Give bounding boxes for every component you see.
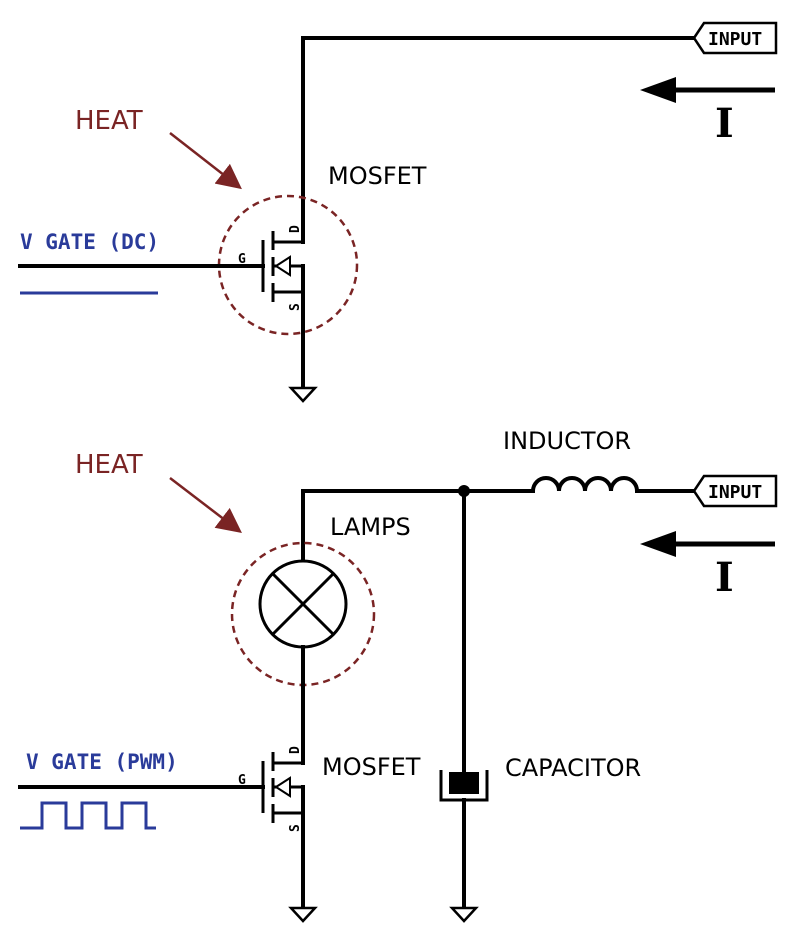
bottom-circuit: INDUCTOR INPUT I HEAT LAMPS	[18, 427, 778, 923]
bottom-gate-label: V GATE (PWM)	[26, 750, 178, 774]
top-mosfet-symbol: G D S	[18, 225, 305, 387]
bottom-pwm-signal	[20, 801, 156, 830]
top-input-port: INPUT	[692, 21, 778, 55]
top-drain-wire	[301, 36, 696, 244]
top-pin-g: G	[238, 252, 246, 267]
top-mosfet-label: MOSFET	[328, 162, 427, 190]
capacitor-label: CAPACITOR	[505, 754, 641, 782]
top-current-arrow	[640, 77, 775, 103]
capacitor-ground-icon	[449, 906, 479, 923]
top-heat-label: HEAT	[75, 106, 143, 136]
bottom-inductor-label: INDUCTOR	[503, 427, 631, 455]
bottom-mosfet-ground-icon	[288, 906, 318, 923]
top-pin-d: D	[288, 225, 303, 233]
capacitor-symbol	[439, 489, 489, 907]
top-gate-label: V GATE (DC)	[20, 230, 159, 254]
lamp-symbol	[258, 559, 348, 743]
top-circuit: INPUT I HEAT G D S MOSF	[18, 21, 778, 403]
top-pin-s: S	[288, 303, 303, 311]
bottom-input-port: INPUT	[692, 474, 778, 508]
bottom-pin-g: G	[238, 773, 246, 788]
top-heat-arrow	[169, 132, 242, 190]
bottom-inductor-symbol	[531, 476, 696, 493]
bottom-heat-arrow	[169, 477, 242, 534]
lamps-label: LAMPS	[330, 513, 411, 541]
top-ground-icon	[288, 386, 318, 403]
bottom-mosfet-label: MOSFET	[322, 753, 421, 781]
bottom-heat-label: HEAT	[75, 450, 143, 480]
top-current-label: I	[715, 100, 734, 147]
bottom-mosfet-symbol: G D S	[18, 739, 305, 907]
bottom-current-arrow	[640, 531, 775, 557]
bottom-input-port-label: INPUT	[708, 482, 762, 503]
bottom-current-label: I	[715, 554, 734, 601]
top-input-port-label: INPUT	[708, 29, 762, 50]
bottom-pin-d: D	[288, 746, 303, 754]
bottom-pin-s: S	[288, 824, 303, 832]
